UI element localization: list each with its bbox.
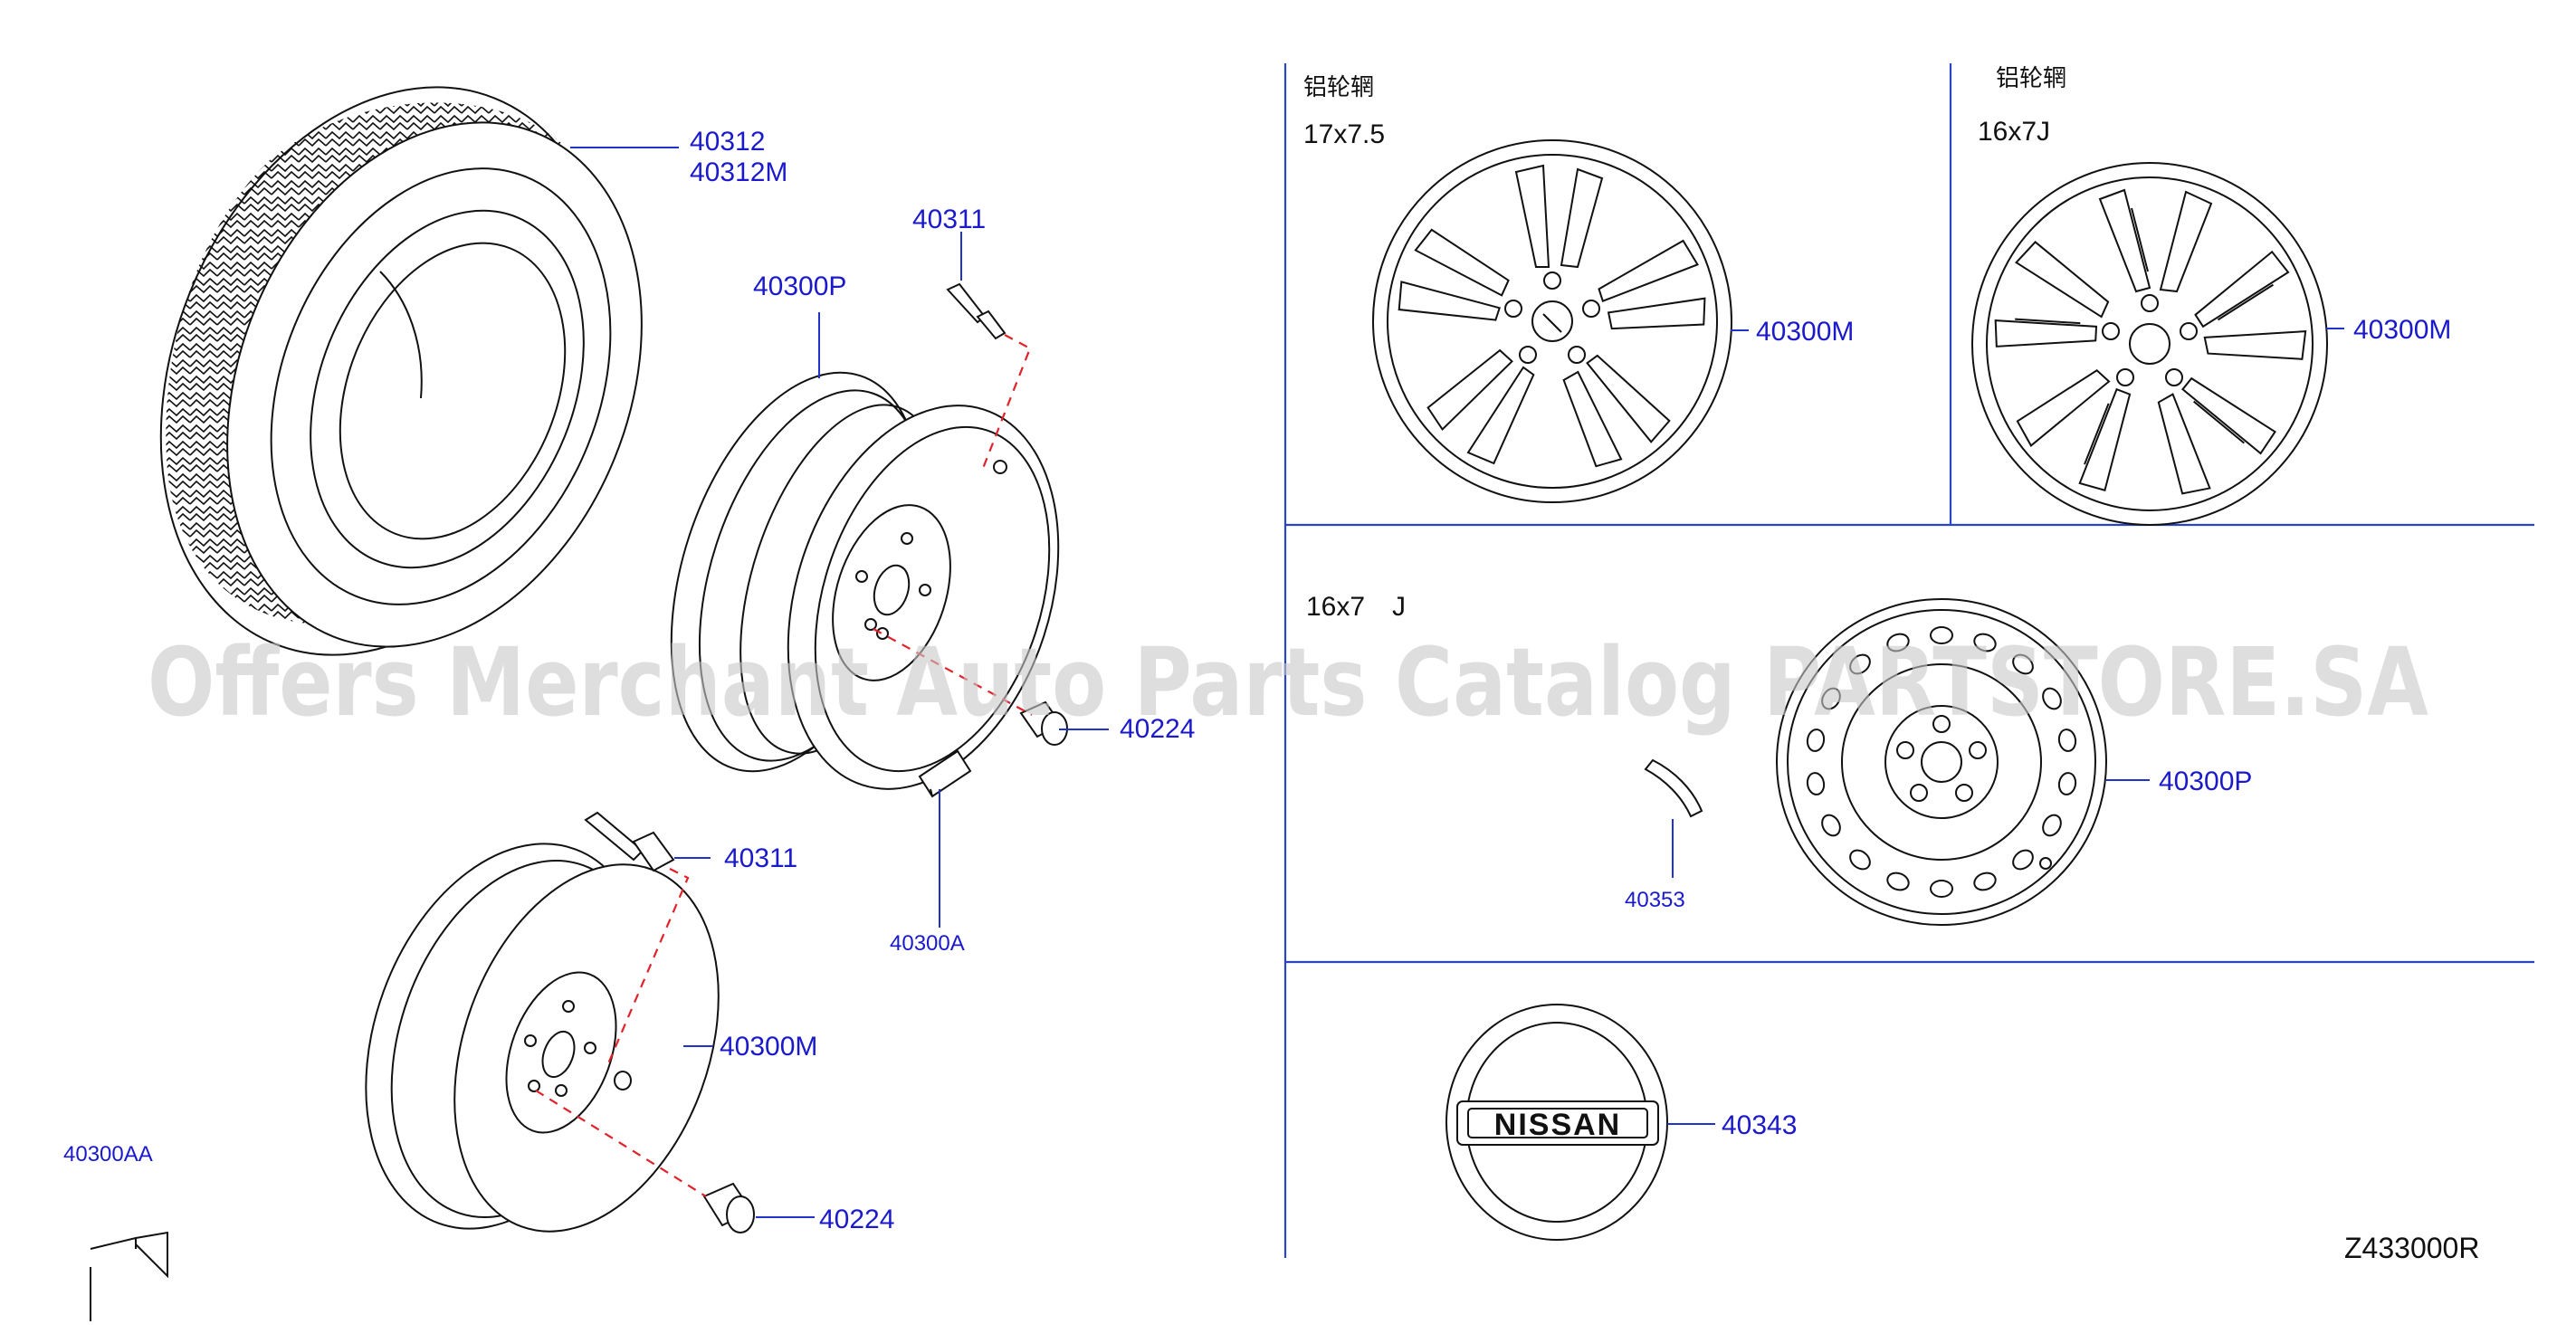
alloy16-size: 16x7J [1978, 117, 2050, 147]
steel-wheel-illustration[interactable] [625, 341, 1105, 824]
panel-dividers [1283, 63, 2534, 1258]
label-wheel-spare-40300m[interactable]: 40300M [720, 1032, 817, 1062]
alloy17-size: 17x7.5 [1303, 119, 1385, 149]
label-alloy17-40300m[interactable]: 40300M [1756, 317, 1854, 347]
part-labels: 40312 40312M 40311 40300P 40224 40300A 4… [63, 127, 2451, 1234]
alloy-wheel-16-illustration[interactable] [1971, 162, 2328, 526]
label-steel16-40300p[interactable]: 40300P [2159, 767, 2252, 796]
steel16-size: 16x7 J [1306, 592, 1406, 622]
label-clip-40353[interactable]: 40353 [1625, 888, 1685, 912]
valve-stem-top[interactable] [946, 282, 1007, 340]
label-tire-40312m[interactable]: 40312M [690, 157, 787, 187]
label-weight-40300a[interactable]: 40300A [890, 931, 965, 956]
label-wheel-40300p-top[interactable]: 40300P [753, 271, 846, 301]
tire-illustration[interactable] [80, 20, 717, 722]
alloy16-title: 铝轮辋 [1996, 64, 2066, 91]
label-valve-top-40311[interactable]: 40311 [912, 205, 986, 234]
leader-lines [570, 147, 2344, 1218]
label-cap-40343[interactable]: 40343 [1722, 1110, 1797, 1140]
bracket-illustration[interactable] [90, 1231, 168, 1321]
label-bracket-40300aa[interactable]: 40300AA [63, 1142, 153, 1167]
alloy17-title: 铝轮辋 [1303, 73, 1374, 100]
lug-nut-bottom[interactable] [702, 1182, 755, 1233]
valve-stem-bottom[interactable] [584, 811, 675, 872]
label-nut-bottom-40224[interactable]: 40224 [819, 1205, 894, 1234]
label-valve-bottom-40311[interactable]: 40311 [724, 843, 797, 873]
balance-weight[interactable] [918, 749, 972, 798]
lug-nut-top[interactable] [1019, 700, 1068, 746]
spare-wheel-illustration[interactable] [316, 805, 767, 1269]
label-tire-40312[interactable]: 40312 [690, 127, 765, 157]
cap-logo-text: NISSAN [1494, 1108, 1621, 1142]
steel-wheel-16-illustration[interactable] [1776, 598, 2107, 926]
diagram-code: Z433000R [2344, 1232, 2479, 1264]
center-cap-illustration[interactable] [1445, 1004, 1668, 1241]
label-nut-top-40224[interactable]: 40224 [1120, 714, 1195, 744]
alloy-wheel-17-illustration[interactable] [1372, 139, 1732, 503]
watermark-text: Offers Merchant Auto Parts Catalog PARTS… [148, 627, 2428, 738]
label-alloy16-40300m[interactable]: 40300M [2353, 315, 2451, 345]
panel-titles: 铝轮辋 17x7.5 铝轮辋 16x7J 16x7 J NISSAN Z4330… [1303, 64, 2479, 1264]
clip-illustration[interactable] [1644, 758, 1703, 818]
